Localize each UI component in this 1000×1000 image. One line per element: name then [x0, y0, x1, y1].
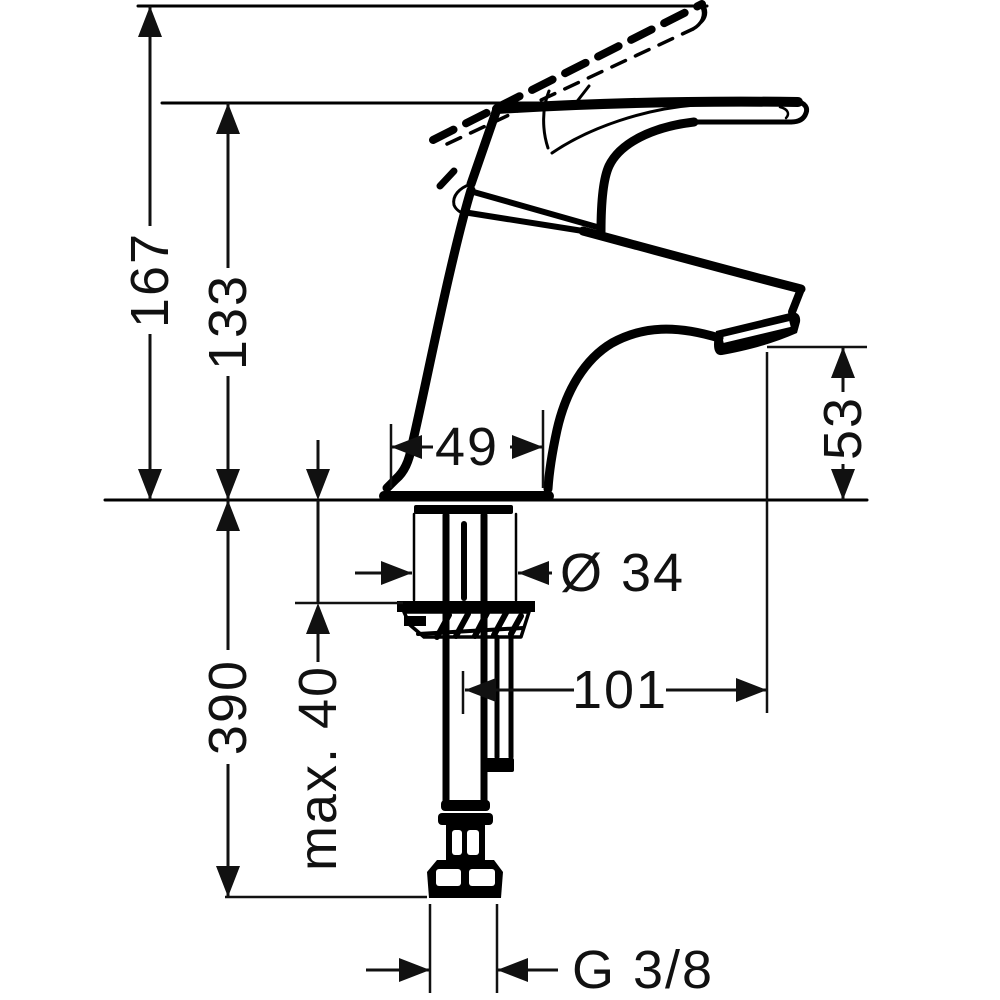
dim-max-mounting-thickness: max. 40 — [288, 440, 403, 871]
arrowhead-right — [512, 435, 543, 459]
nut-flat — [436, 869, 461, 886]
arrowhead-left — [465, 678, 496, 702]
connector-slot — [452, 830, 462, 855]
dimension-annotations: 167 133 390 max. 40 — [120, 6, 873, 1000]
dim-spout-reach: 101 — [461, 660, 767, 720]
arrowhead-up — [216, 500, 240, 531]
hatch-line — [508, 613, 524, 637]
dim-label-shank-diameter: Ø 34 — [560, 543, 685, 603]
aerator-highlight — [722, 321, 791, 343]
dim-label-spout-reach: 101 — [572, 660, 668, 720]
dim-label-connection-thread: G 3/8 — [572, 940, 714, 1000]
arrowhead-up — [831, 347, 855, 378]
second-hose-end-cap — [483, 758, 514, 772]
dim-base-width: 49 — [389, 410, 545, 488]
handle-front-contour-curve — [542, 89, 551, 150]
connector-body — [446, 825, 485, 860]
arrowhead-down — [831, 469, 855, 500]
raised-lever-top-edge-dashed — [429, 0, 706, 144]
dim-label-total-height: 167 — [120, 232, 180, 328]
lever-end-cap — [788, 99, 810, 125]
lever-top-edge — [492, 96, 803, 114]
dim-label-max-mounting-thickness: max. 40 — [288, 665, 348, 871]
dim-shank-diameter: Ø 34 — [355, 543, 685, 603]
bonnet-lower-line — [460, 209, 586, 234]
arrowhead-right — [399, 958, 430, 982]
lever-pivot-tick — [573, 84, 591, 106]
arrowhead-down — [216, 866, 240, 897]
arrowhead-left — [391, 435, 422, 459]
arrowhead-down — [138, 469, 162, 500]
lever-neck-s-curve — [596, 117, 699, 237]
lever-front-edge — [466, 104, 502, 189]
escutcheon-top-band — [397, 601, 535, 612]
faucet-artwork — [103, 0, 869, 898]
dim-label-spout-height: 53 — [813, 396, 873, 460]
hose-crimp-ring-2 — [438, 813, 493, 825]
hose-crimp-ring-1 — [441, 800, 490, 811]
escutcheon-bottom-edge — [416, 626, 525, 636]
escutcheon-left-bar — [404, 616, 426, 626]
dim-label-below-counter-length: 390 — [198, 659, 258, 755]
arrowhead-down — [306, 469, 330, 500]
dim-spout-height: 53 — [765, 345, 873, 713]
arrowhead-up — [216, 103, 240, 134]
dim-total-height: 167 — [120, 6, 180, 500]
base-gasket — [414, 505, 513, 514]
hatch-line — [491, 610, 509, 638]
connector-slot — [467, 830, 479, 855]
handle-inner-contour-curve — [550, 103, 697, 155]
spout-top-edge — [578, 226, 806, 294]
lever-tip-inner-curve — [778, 105, 790, 120]
body-left-edge — [382, 185, 476, 493]
arrowhead-down — [216, 469, 240, 500]
arrowhead-left — [497, 958, 528, 982]
dim-below-counter-length: 390 — [198, 500, 427, 899]
raised-lever-stray-dash — [436, 167, 458, 190]
raised-lever-tip-arc — [691, 5, 706, 31]
arrowhead-left — [518, 561, 549, 585]
dim-connection-thread: G 3/8 — [366, 904, 714, 1000]
dim-label-base-width: 49 — [435, 417, 499, 477]
thread-extension-lines — [428, 904, 499, 993]
spout-underside-curve — [543, 324, 724, 494]
dim-handle-height: 133 — [198, 103, 258, 500]
base-width-extension-lines — [389, 410, 545, 488]
dim-label-handle-height: 133 — [198, 274, 258, 370]
arrowhead-up — [138, 6, 162, 37]
raised-lever-bottom-edge-dashed — [445, 27, 695, 146]
bonnet-upper-line — [467, 188, 600, 230]
arrowhead-right — [736, 678, 767, 702]
spout-tip-face — [788, 285, 805, 316]
arrowhead-right — [381, 561, 412, 585]
arrowhead-up — [306, 603, 330, 634]
nut-flat — [469, 869, 495, 886]
